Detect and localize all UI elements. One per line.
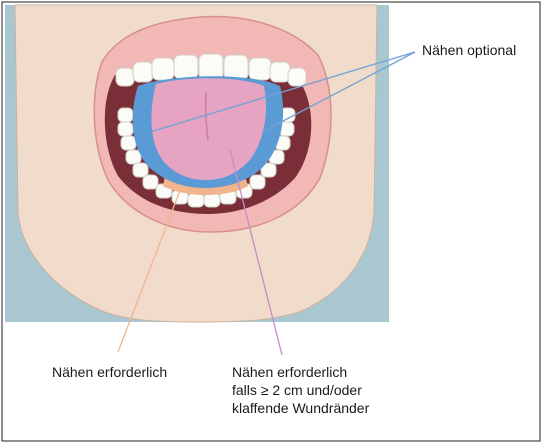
label-conditional-line-2: falls ≥ 2 cm und/oder xyxy=(232,381,369,399)
label-suturing-required: Nähen erforderlich xyxy=(52,363,167,381)
label-suturing-optional: Nähen optional xyxy=(422,41,516,59)
label-conditional-line-3: klaffende Wundränder xyxy=(232,399,369,417)
label-conditional-line-1: Nähen erforderlich xyxy=(232,363,369,381)
label-suturing-conditional: Nähen erforderlich falls ≥ 2 cm und/oder… xyxy=(232,363,369,417)
